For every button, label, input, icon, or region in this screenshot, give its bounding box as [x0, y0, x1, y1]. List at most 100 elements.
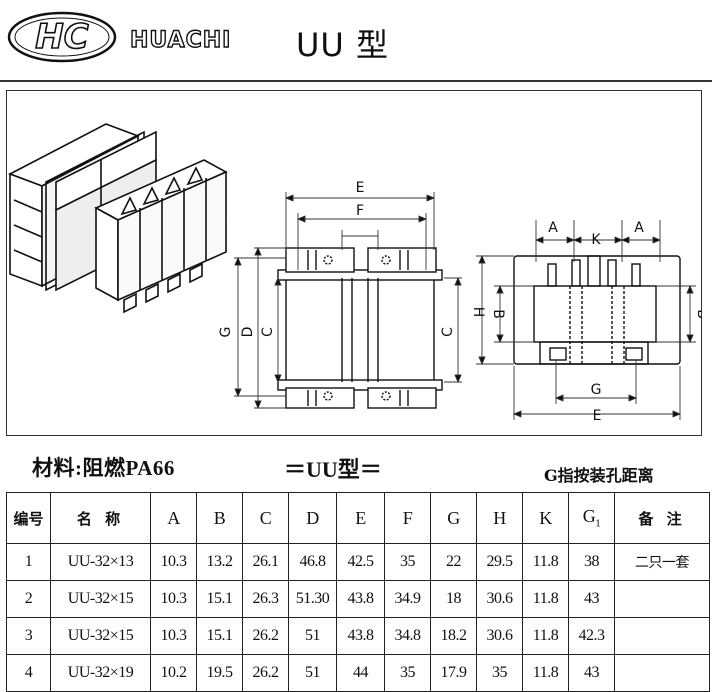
cell-H: 35	[476, 654, 523, 692]
dimension-B-right-label: B	[694, 309, 702, 319]
cell-B: 19.5	[196, 654, 243, 692]
cell-G1: 42.3	[568, 617, 615, 655]
series-label: ＝UU型＝	[284, 457, 382, 482]
cell-K: 11.8	[522, 654, 569, 692]
cell-A: 10.2	[150, 654, 197, 692]
dimension-C-right-label: C	[440, 327, 456, 337]
cell-B: 15.1	[196, 617, 243, 655]
column-header-A: A	[150, 492, 197, 544]
dimension-C-label: C	[260, 327, 276, 337]
cell-C: 26.2	[242, 654, 289, 692]
spec-table: 编号 名 称 A B C D E F G H K G1 备 注 1 UU-32×…	[6, 492, 710, 692]
side-view-dimensions	[476, 220, 696, 420]
column-header-H: H	[476, 492, 523, 544]
cell-K: 11.8	[522, 543, 569, 581]
column-header-F: F	[384, 492, 431, 544]
cell-A: 10.3	[150, 580, 197, 618]
cell-name: UU-32×15	[50, 617, 151, 655]
drawing-frame	[6, 90, 702, 436]
side-view-dimension-labels: A K A H B B G E	[470, 220, 702, 424]
cell-C: 26.1	[242, 543, 289, 581]
cell-id: 3	[6, 617, 51, 655]
cell-H: 30.6	[476, 617, 523, 655]
column-header-E: E	[336, 492, 385, 544]
cell-A: 10.3	[150, 617, 197, 655]
cell-H: 30.6	[476, 580, 523, 618]
cell-G1: 43	[568, 654, 615, 692]
isometric-bobbin-view	[8, 123, 228, 314]
cell-D: 46.8	[288, 543, 337, 581]
material-label: 材料:阻燃PA66	[32, 456, 175, 480]
cell-C: 26.3	[242, 580, 289, 618]
cell-A: 10.3	[150, 543, 197, 581]
column-header-G: G	[430, 492, 477, 544]
cell-E: 43.8	[336, 617, 385, 655]
table-row: 4 UU-32×19 10.2 19.5 26.2 51 44 35 17.9 …	[6, 654, 710, 692]
column-header-remarks: 备 注	[614, 492, 710, 544]
mounting-hole-note: G指按装孔距离	[544, 466, 654, 485]
cell-id: 1	[6, 543, 51, 581]
cell-name: UU-32×15	[50, 580, 151, 618]
dimension-H-label: H	[470, 307, 486, 318]
page-title: UU 型	[296, 26, 390, 64]
table-row: 2 UU-32×15 10.3 15.1 26.3 51.30 43.8 34.…	[6, 580, 710, 618]
cell-id: 4	[6, 654, 51, 692]
cell-K: 11.8	[522, 617, 569, 655]
front-view-dimensions	[234, 192, 462, 410]
column-header-B: B	[196, 492, 243, 544]
cell-G1: 38	[568, 543, 615, 581]
cell-name: UU-32×19	[50, 654, 151, 692]
cell-F: 35	[384, 654, 431, 692]
cell-D: 51	[288, 654, 337, 692]
cell-C: 26.2	[242, 617, 289, 655]
cell-B: 13.2	[196, 543, 243, 581]
cell-E: 44	[336, 654, 385, 692]
cell-remarks	[614, 654, 710, 692]
cell-E: 43.8	[336, 580, 385, 618]
cell-E: 42.5	[336, 543, 385, 581]
cell-D: 51	[288, 617, 337, 655]
cell-F: 34.8	[384, 617, 431, 655]
column-header-D: D	[288, 492, 337, 544]
column-header-id: 编号	[6, 492, 51, 544]
column-header-C: C	[242, 492, 289, 544]
cell-F: 34.9	[384, 580, 431, 618]
front-view-dimension-labels: E F G D C C	[218, 180, 456, 337]
cell-remarks: 二只一套	[614, 543, 710, 581]
dimension-D-label: D	[240, 327, 256, 338]
dimension-K-label: K	[591, 232, 601, 248]
column-header-name: 名 称	[50, 492, 151, 544]
dimension-E-side-label: E	[593, 408, 602, 424]
dimension-F-label: F	[356, 203, 364, 219]
svg-text:HC: HC	[35, 17, 88, 57]
table-row: 1 UU-32×13 10.3 13.2 26.1 46.8 42.5 35 2…	[6, 543, 710, 581]
front-view	[277, 247, 443, 409]
dimension-A-right-label: A	[634, 220, 644, 236]
dimension-G-side-label: G	[591, 382, 602, 398]
dimension-B-left-label: B	[490, 309, 506, 319]
table-row: 3 UU-32×15 10.3 15.1 26.2 51 43.8 34.8 1…	[6, 617, 710, 655]
cell-G1: 43	[568, 580, 615, 618]
column-header-G1: G1	[568, 492, 615, 544]
cell-D: 51.30	[288, 580, 337, 618]
cell-G: 22	[430, 543, 477, 581]
cell-G: 18	[430, 580, 477, 618]
cell-remarks	[614, 617, 710, 655]
dimension-E-label: E	[356, 180, 365, 196]
cell-H: 29.5	[476, 543, 523, 581]
cell-name: UU-32×13	[50, 543, 151, 581]
side-view	[513, 255, 681, 365]
cell-K: 11.8	[522, 580, 569, 618]
dimension-G-label: G	[218, 327, 234, 338]
cell-id: 2	[6, 580, 51, 618]
technical-drawing: E F G D C C	[8, 123, 702, 424]
cell-remarks	[614, 580, 710, 618]
header-divider	[0, 80, 712, 82]
cell-G: 17.9	[430, 654, 477, 692]
cell-B: 15.1	[196, 580, 243, 618]
dimension-A-left-label: A	[548, 220, 558, 236]
table-header-row: 编号 名 称 A B C D E F G H K G1 备 注	[6, 492, 710, 544]
column-header-K: K	[522, 492, 569, 544]
cell-F: 35	[384, 543, 431, 581]
cell-G: 18.2	[430, 617, 477, 655]
